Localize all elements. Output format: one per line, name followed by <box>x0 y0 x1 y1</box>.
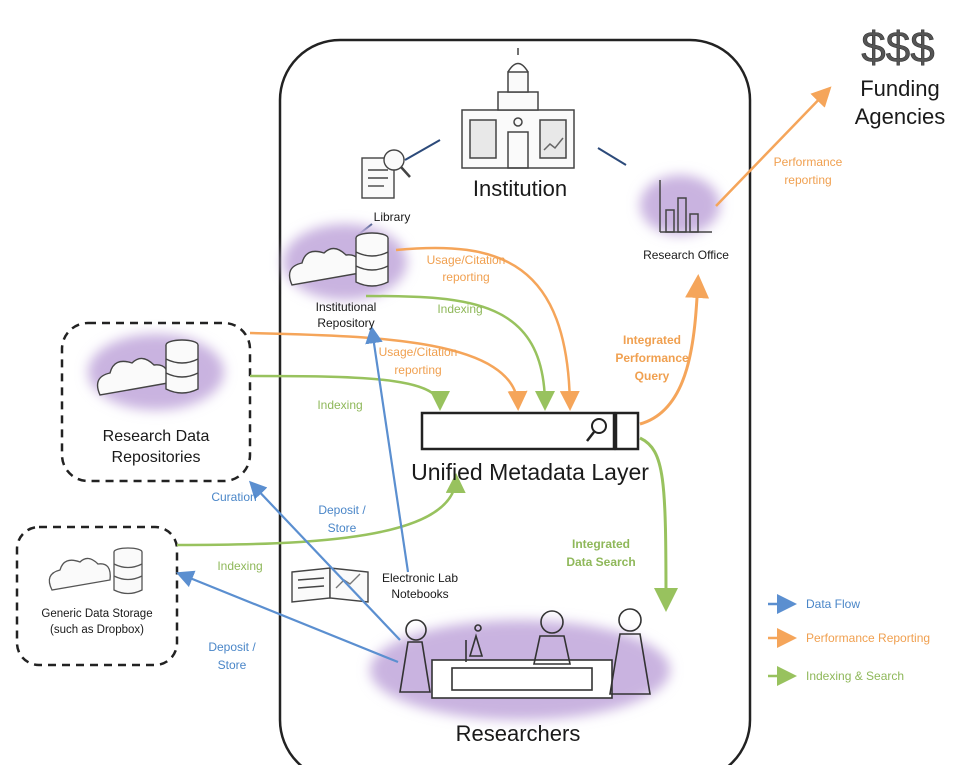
deposit-a-label-2: Store <box>328 521 357 535</box>
usage-citation-arrow-rdr <box>249 331 528 411</box>
indexing-a-label: Indexing <box>437 302 482 316</box>
institution-to-office-line <box>597 147 627 166</box>
research-data-repositories-icon <box>88 334 224 410</box>
ids-label-2: Data Search <box>566 555 635 569</box>
data-flow-arrow-curation <box>248 480 401 641</box>
legend-indexing-label: Indexing & Search <box>806 669 904 683</box>
indexing-arrow-repository <box>365 294 555 411</box>
inst-repo-label-1: Institutional <box>316 300 377 314</box>
funding-label-2: Agencies <box>855 104 946 129</box>
deposit-b-label-2: Store <box>218 658 247 672</box>
usage-citation-b-label-2: reporting <box>394 363 441 377</box>
indexing-c-label: Indexing <box>217 559 262 573</box>
funding-label-1: Funding <box>860 76 940 101</box>
usage-citation-a-label-2: reporting <box>442 270 489 284</box>
legend-data-flow-label: Data Flow <box>806 597 860 611</box>
data-flow-arrow-eln-repository <box>365 325 410 573</box>
curation-label: Curation <box>211 490 256 504</box>
researchers-label: Researchers <box>456 721 581 746</box>
perf-reporting-label-2: reporting <box>784 173 831 187</box>
integrated-performance-query-arrow <box>639 274 710 426</box>
indexing-arrow-rdr <box>249 374 450 411</box>
generic-data-storage-box <box>15 525 179 667</box>
rdr-label-2: Repositories <box>112 449 201 466</box>
inst-repo-label-2: Repository <box>317 316 374 330</box>
research-office-icon <box>640 175 720 235</box>
research-office-label: Research Office <box>643 248 729 262</box>
ipq-label-2: Performance <box>615 351 689 365</box>
usage-citation-b-label-1: Usage/Citation <box>379 345 458 359</box>
electronic-lab-notebook-icon <box>291 567 369 603</box>
uml-label: Unified Metadata Layer <box>411 459 649 485</box>
institution-boundary <box>278 38 752 765</box>
eln-label-1: Electronic Lab <box>382 571 458 585</box>
ipq-label-1: Integrated <box>623 333 681 347</box>
usage-citation-arrow-repository <box>395 246 580 411</box>
gds-label-2: (such as Dropbox) <box>50 624 144 636</box>
legend-performance-label: Performance Reporting <box>806 631 930 645</box>
unified-metadata-layer-bar <box>420 411 640 451</box>
institution-to-library-line <box>404 139 441 161</box>
researchers-illustration <box>370 608 670 720</box>
performance-reporting-arrow <box>715 86 832 207</box>
eln-label-2: Notebooks <box>391 587 448 601</box>
library-label: Library <box>374 210 411 224</box>
rdr-label-1: Research Data <box>103 428 210 445</box>
library-icon <box>361 149 411 199</box>
perf-reporting-label-1: Performance <box>774 155 843 169</box>
gds-label-1: Generic Data Storage <box>41 608 152 620</box>
institution-building-icon <box>461 48 575 169</box>
usage-citation-a-label-1: Usage/Citation <box>427 253 506 267</box>
generic-data-storage-icon <box>48 547 143 595</box>
deposit-a-label-1: Deposit / <box>318 503 366 517</box>
deposit-b-label-1: Deposit / <box>208 640 256 654</box>
integrated-data-search-arrow <box>639 436 678 612</box>
legend: Data Flow Performance Reporting Indexing… <box>768 594 930 686</box>
research-data-repositories-box <box>60 321 252 483</box>
institutional-repository-icon <box>283 224 407 300</box>
ids-label-1: Integrated <box>572 537 630 551</box>
data-flow-arrow-deposit-generic <box>175 570 399 664</box>
indexing-arrow-generic <box>176 473 466 547</box>
indexing-b-label: Indexing <box>317 398 362 412</box>
ipq-label-3: Query <box>635 369 670 383</box>
funding-symbol: $$$ <box>861 23 934 72</box>
institution-label: Institution <box>473 176 567 201</box>
